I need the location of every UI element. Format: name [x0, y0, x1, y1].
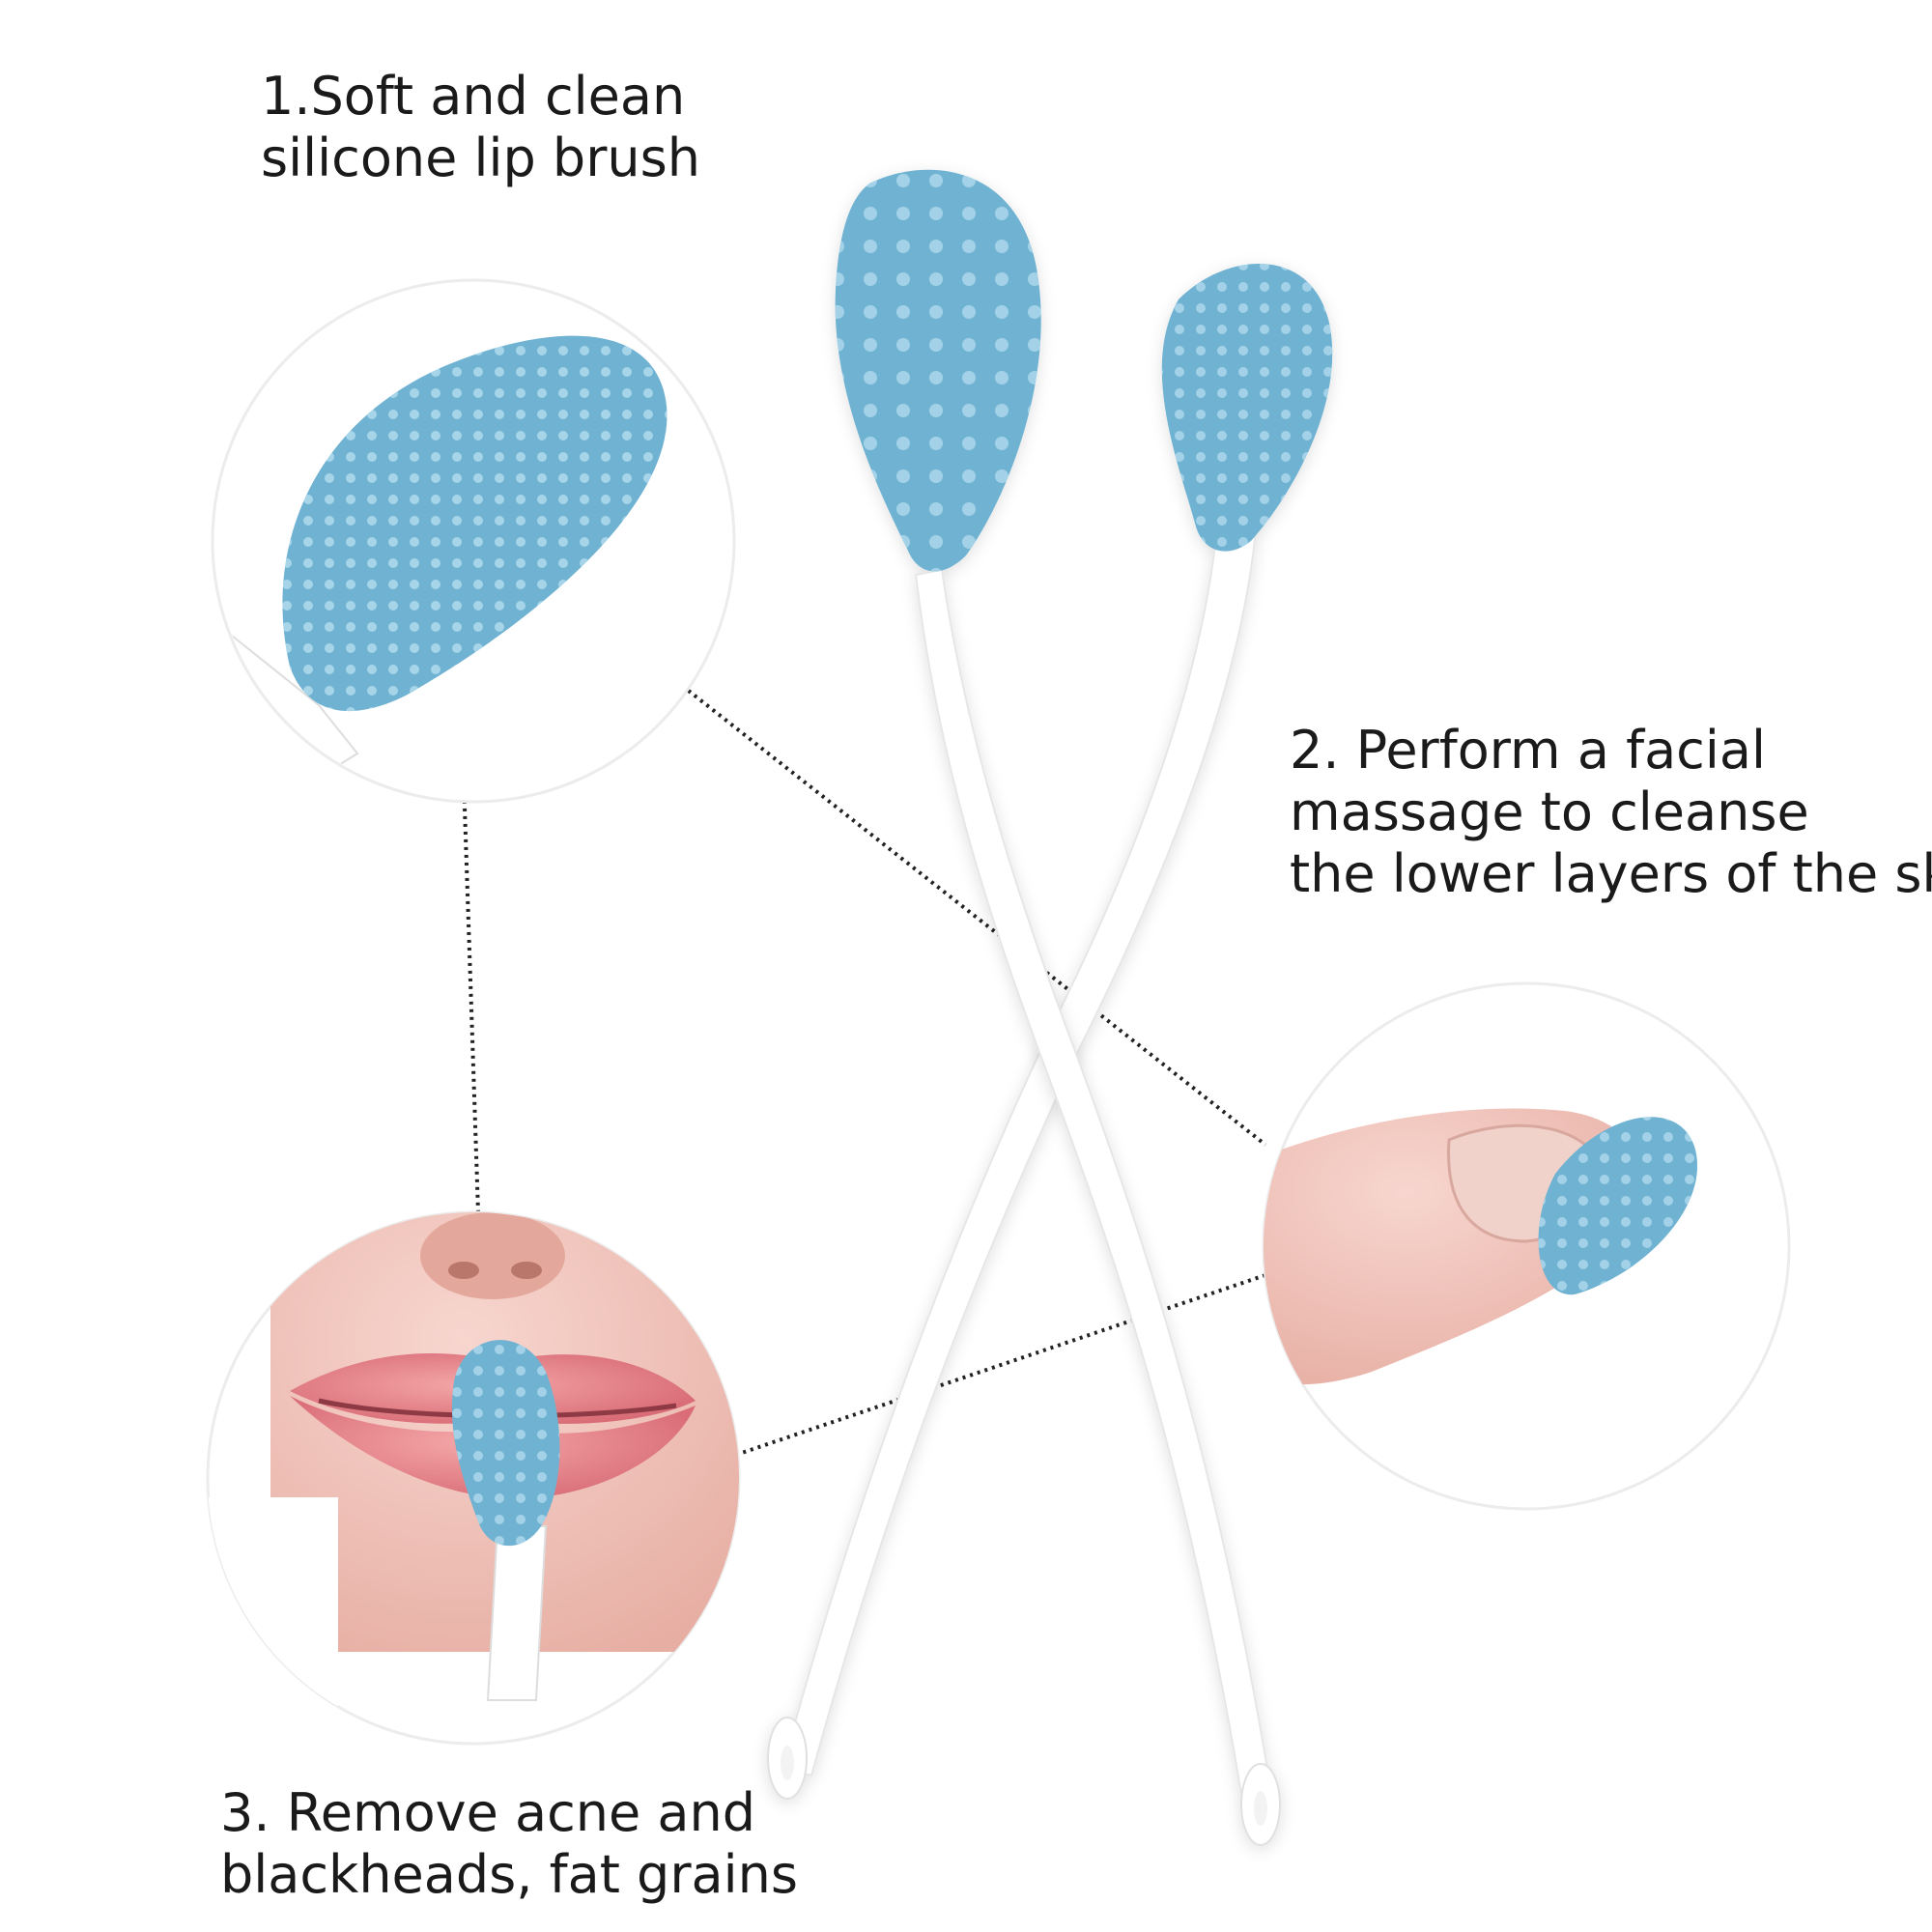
closeup-circle-finger	[1262, 981, 1791, 1511]
caption-2-line-1: 2. Perform a facial	[1290, 720, 1766, 781]
caption-3-line-2: blackheads, fat grains	[220, 1844, 798, 1905]
closeup-circle-brush-head	[211, 278, 736, 804]
closeup-circle-lips	[206, 1210, 741, 1746]
caption-1-line-1: 1.Soft and clean	[261, 66, 686, 127]
caption-3-line-1: 3. Remove acne and	[220, 1782, 755, 1843]
brush-right	[767, 263, 1333, 1800]
caption-soft-clean: 1.Soft and clean silicone lip brush	[261, 66, 700, 189]
caption-1-line-2: silicone lip brush	[261, 128, 700, 188]
caption-facial-massage: 2. Perform a facial massage to cleanse t…	[1290, 720, 1932, 905]
caption-2-line-3: the lower layers of the skin	[1290, 843, 1932, 904]
leader-lines	[462, 679, 1267, 1456]
caption-remove-acne: 3. Remove acne and blackheads, fat grain…	[220, 1782, 798, 1906]
brush-left	[835, 169, 1281, 1846]
caption-2-line-2: massage to cleanse	[1290, 781, 1809, 842]
